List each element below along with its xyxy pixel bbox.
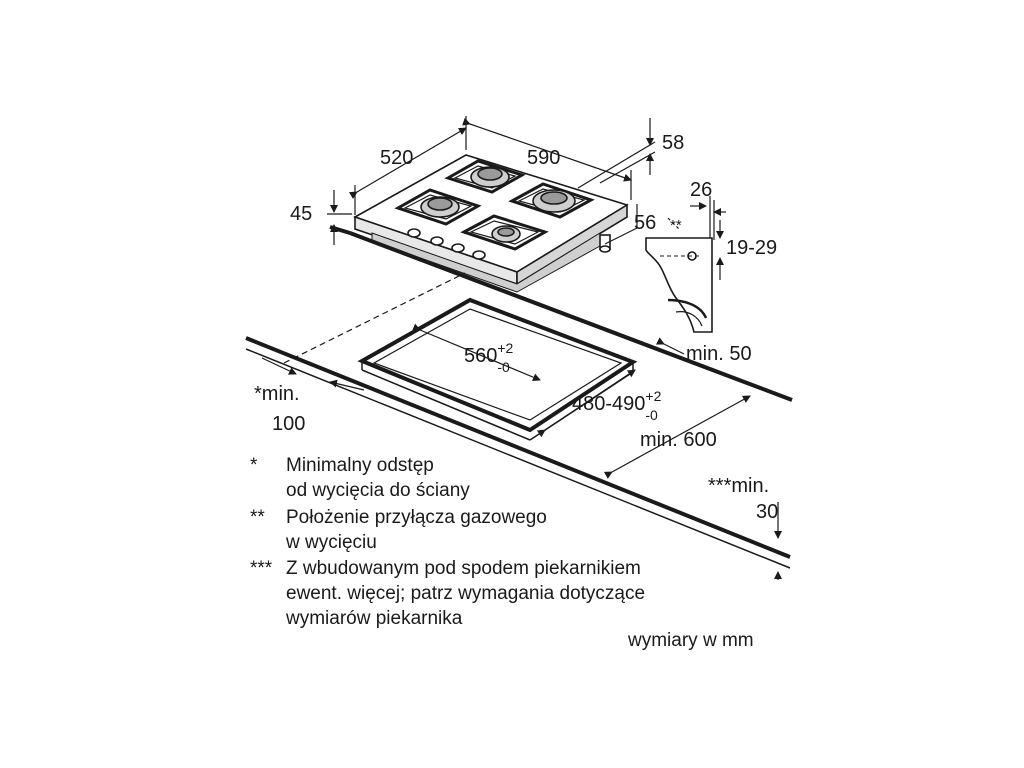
- units-note: wymiary w mm: [628, 630, 754, 651]
- note-2-mark: **: [250, 507, 265, 528]
- dim-45: 45: [290, 203, 312, 225]
- burner-back-right: [532, 189, 576, 213]
- dim-520: 520: [380, 147, 413, 169]
- dim-cut-width: 560+2-0: [464, 340, 514, 375]
- note-1-line-1: Minimalny odstęp: [286, 455, 434, 476]
- note-1-mark: *: [250, 455, 258, 476]
- burner-front-right: [491, 225, 521, 243]
- dim-oven-min-label: ***min.: [708, 475, 769, 497]
- control-knobs: [407, 228, 486, 260]
- hob-side-edge: [516, 203, 628, 286]
- dim-wall-min-label: *min.: [254, 383, 300, 405]
- note-2-line-1: Położenie przyłącza gazowego: [286, 507, 547, 528]
- note-3-line-3: wymiarów piekarnika: [286, 608, 463, 629]
- dim-58: 58: [662, 132, 684, 154]
- note-2-line-2: w wycięciu: [286, 532, 377, 553]
- dim-56: 56: [634, 212, 656, 234]
- note-3-line-1: Z wbudowanym pod spodem piekarnikiem: [286, 558, 641, 579]
- dim-oven-min-value: 30: [756, 501, 778, 523]
- gas-connector: [599, 234, 611, 253]
- dim-19-29: 19-29: [726, 237, 777, 259]
- dim-590: 590: [527, 147, 560, 169]
- gas-connection-marker: **: [670, 217, 682, 234]
- dimension-lines: [261, 116, 782, 580]
- dim-wall-min-value: 100: [272, 413, 305, 435]
- burner-front-left: [420, 196, 460, 218]
- dim-cut-depth: 480-490+2-0: [572, 388, 662, 423]
- dim-26: 26: [690, 179, 712, 201]
- dim-min-50: min. 50: [686, 343, 752, 365]
- note-3-line-2: ewent. więcej; patrz wymagania dotyczące: [286, 583, 646, 604]
- hob-drawing: [353, 154, 629, 293]
- burner-back-left: [470, 166, 510, 188]
- bracket-detail: [645, 237, 713, 333]
- note-3-mark: ***: [250, 558, 273, 579]
- note-1-line-2: od wycięcia do ściany: [286, 480, 470, 501]
- dim-min-600: min. 600: [640, 429, 717, 451]
